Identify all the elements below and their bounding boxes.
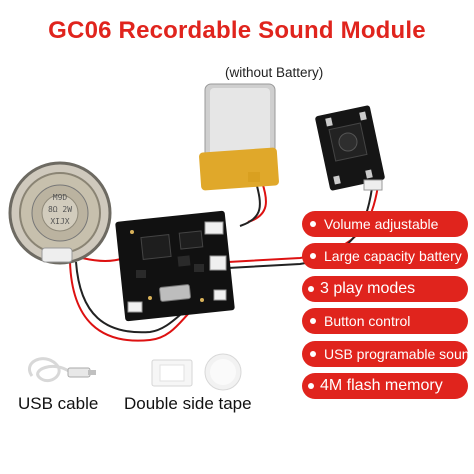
feature-usb-programable-sound: USB programable sound [302,340,474,367]
double-side-tape [151,353,242,391]
usb-cable-caption: USB cable [18,394,99,413]
feature-label: Volume adjustable [324,216,439,232]
speaker [8,161,112,265]
feature-play-modes: 3 play modes [302,275,468,302]
feature-flash-memory: 4M flash memory [302,372,468,399]
speaker-wire-red [69,261,191,342]
double-side-tape-caption: Double side tape [124,394,252,413]
bullet-dot [308,382,314,389]
battery-note: (without Battery) [225,65,324,80]
bullet-dot [310,350,316,357]
speaker-marking-1: M9D [53,193,68,202]
speaker-marking-3: XIJX [50,217,69,226]
bullet-dot [310,253,316,260]
speaker-marking-2: 8Ω 2W [48,205,72,214]
main-circuit-board [115,210,235,322]
feature-label: 3 play modes [320,279,416,297]
feature-list: Volume adjustable Large capacity battery… [302,211,474,405]
usb-cable [28,357,96,383]
feature-label: 4M flash memory [320,376,443,394]
feature-label: Large capacity battery [324,248,462,265]
bullet-dot [310,221,316,227]
bullet-dot [308,285,314,292]
feature-button-control: Button control [302,308,468,335]
bullet-dot [310,318,316,325]
battery-wire-black [239,181,261,227]
feature-volume-adjustable: Volume adjustable [302,211,468,237]
feature-label: Button control [324,313,411,330]
speaker-wire-black [75,261,187,334]
page-title: GC06 Recordable Sound Module [48,17,426,44]
speaker-board-wire [81,257,125,262]
push-button-module [315,105,385,191]
feature-large-capacity-battery: Large capacity battery [302,243,468,270]
feature-label: USB programable sound [324,345,474,362]
lipo-battery [199,83,279,191]
